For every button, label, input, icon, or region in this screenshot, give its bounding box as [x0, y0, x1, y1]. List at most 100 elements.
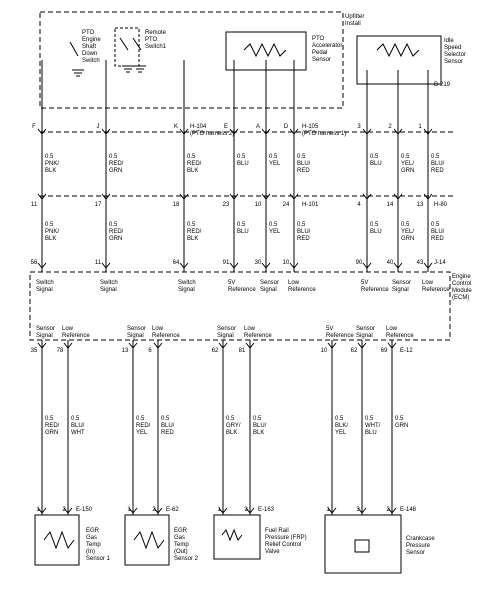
ecm-bottom-pin-label: 6: [148, 348, 152, 354]
remote-switch-icon-1: [119, 37, 129, 51]
connector-e148: E-148: [400, 507, 417, 513]
ecm-top-pin-label: 56: [31, 260, 38, 266]
component-pin-label: 2: [62, 507, 66, 513]
ecm-top-arrow: [362, 262, 372, 269]
pedal-resistor-icon: [243, 42, 287, 58]
ecm-top-arrow: [423, 262, 433, 269]
upper-pin-label: A: [256, 124, 260, 130]
egr-out-sensor-box: [124, 514, 170, 566]
shutdown-switch-icon: [69, 41, 79, 57]
frp-label: Fuel Rail Pressure (FRP) Relief Control …: [265, 528, 308, 555]
connector-e150: E-150: [76, 507, 93, 513]
component-pin-label: 1: [127, 507, 131, 513]
upper-pin-label: 3: [357, 124, 361, 130]
ecm-label: Engine Control Module (ECM): [452, 274, 473, 301]
idle-sensor-label: Idle Speed Selector Sensor: [444, 38, 468, 65]
mid-connector-arrow: [423, 193, 433, 200]
component-pin-label: 2: [152, 507, 156, 513]
component-arrow: [387, 507, 397, 514]
egr-in-thermistor-icon: [43, 530, 75, 550]
upper-pin-label: J: [97, 124, 100, 130]
mid-pin-label: 23: [223, 202, 230, 208]
ecm-top-arrow: [261, 262, 271, 269]
upper-connector-arrow: [179, 128, 189, 135]
mid-connector-arrow: [261, 193, 271, 200]
component-pin-label: 2: [244, 507, 248, 513]
mid-pin-label: 24: [283, 202, 290, 208]
ecm-bottom-arrow: [245, 342, 255, 349]
ecm-top-pin-label: 91: [223, 260, 230, 266]
crankcase-sensor-box: [324, 514, 402, 574]
ecm-bottom-arrow: [153, 342, 163, 349]
ecm-bottom-arrow: [387, 342, 397, 349]
ecm-bottom-pin-label: 13: [122, 348, 129, 354]
connector-e12: E-12: [400, 348, 413, 354]
crankcase-label: Crankcase Pressure Sensor: [406, 536, 436, 556]
mid-connector-arrow: [101, 193, 111, 200]
upper-pin-label: 1: [418, 124, 422, 130]
ecm-top-pin-label: 30: [255, 260, 262, 266]
ecm-top-pin-label: 43: [417, 260, 424, 266]
lower-wires: [41, 340, 393, 515]
connector-b219: B-219: [434, 82, 451, 88]
mid-connector-arrow: [179, 193, 189, 200]
upper-connector-arrow: [229, 128, 239, 135]
component-arrow: [327, 507, 337, 514]
connector-j14: J-14: [434, 260, 446, 266]
upper-pin-label: F: [32, 124, 36, 130]
ecm-top-arrow: [37, 262, 47, 269]
ecm-bottom-arrow: [128, 342, 138, 349]
ecm-bottom-pin-label: 10: [321, 348, 328, 354]
idle-sensor-box: [356, 35, 442, 85]
remote-switch-icon-2: [132, 37, 142, 51]
mid-pin-label: 18: [173, 202, 180, 208]
ecm-bottom-pin-label: 35: [31, 348, 38, 354]
ecm-top-pin-label: 64: [173, 260, 180, 266]
upper-pin-label: 2: [388, 124, 392, 130]
ecm-bottom-pin-label: 69: [381, 348, 388, 354]
frp-valve-box: [213, 514, 261, 560]
crankcase-element-icon: [354, 539, 370, 553]
ecm-top-arrow: [179, 262, 189, 269]
connector-e163: E-163: [258, 507, 275, 513]
component-pin-label: 2: [386, 507, 390, 513]
ecm-top-pin-label: 11: [95, 260, 102, 266]
ecm-bottom-arrow: [357, 342, 367, 349]
ecm-top-arrow: [229, 262, 239, 269]
connector-h105: H-105: [302, 124, 319, 130]
upper-pin-label: D: [284, 124, 289, 130]
pto-shutdown-label: PTO Engine Shaft Down Switch: [82, 30, 102, 64]
egr-out-thermistor-icon: [133, 530, 165, 550]
ecm-bottom-pin-label: 78: [57, 348, 64, 354]
pedal-sensor-label: PTO Accelerator Pedal Sensor: [312, 36, 344, 63]
upper-connector-arrow: [101, 128, 111, 135]
